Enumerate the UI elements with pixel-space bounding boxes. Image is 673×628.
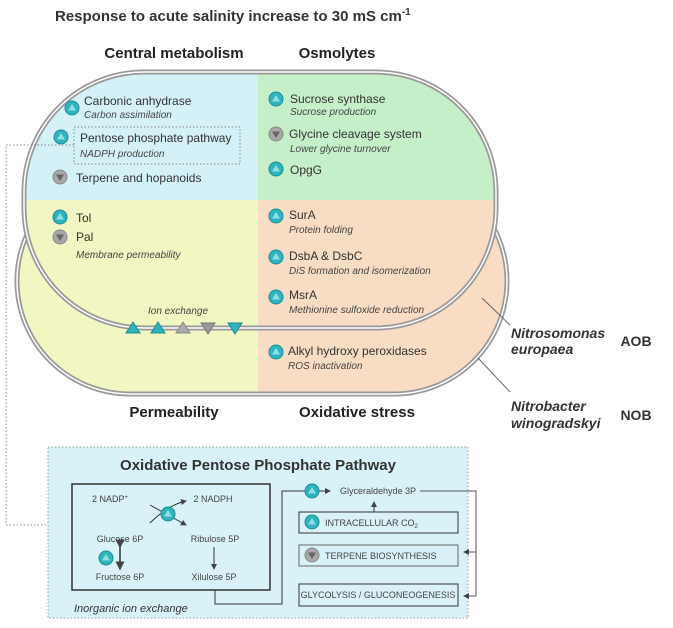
oppp-xilulose: Xilulose 5P — [191, 572, 236, 582]
oppp-overlay-text: Inorganic ion exchange — [74, 603, 188, 615]
ion-exchange-channels — [125, 321, 243, 335]
aob-pointer-line — [481, 297, 511, 326]
item-alkyl-peroxidases: Alkyl hydroxy peroxidases — [288, 344, 427, 358]
upregulated-icon — [304, 483, 320, 499]
nob-pointer-line — [477, 357, 511, 393]
channel-up-icon — [125, 321, 141, 334]
downregulated-icon — [304, 547, 320, 563]
nob-species-line1: Nitrobacter — [511, 398, 587, 414]
upregulated-icon — [268, 289, 284, 305]
upregulated-icon — [53, 129, 69, 145]
item-tol: Tol — [76, 211, 91, 225]
upregulated-icon — [52, 209, 68, 225]
pentose-connector — [5, 144, 74, 526]
oppp-terpene: TERPENE BIOSYNTHESIS — [325, 551, 437, 561]
item-dsba-dsbc: DsbA & DsbC — [289, 249, 363, 263]
item-sura: SurA — [289, 208, 316, 222]
aob-tag: AOB — [620, 333, 651, 349]
item-pentose-phosphate-role: NADPH production — [80, 149, 165, 160]
quadrant-label-osmolytes: Osmolytes — [299, 45, 376, 62]
oppp-nadph: 2 NADPH — [193, 494, 232, 504]
item-terpene: Terpene and hopanoids — [76, 171, 201, 185]
oppp-co2: INTRACELLULAR CO2 — [325, 518, 419, 530]
nob-tag: NOB — [620, 407, 651, 423]
quadrant-label-permeability: Permeability — [129, 404, 219, 421]
upregulated-icon — [304, 514, 320, 530]
oppp-fructose: Fructose 6P — [96, 572, 145, 582]
channel-down-teal-icon — [227, 322, 243, 335]
item-sura-role: Protein folding — [289, 225, 353, 236]
upregulated-icon — [268, 91, 284, 107]
upregulated-icon — [268, 249, 284, 265]
downregulated-icon — [52, 229, 68, 245]
item-alkyl-peroxidases-role: ROS inactivation — [288, 361, 363, 372]
downregulated-icon — [268, 126, 284, 142]
upregulated-icon — [268, 344, 284, 360]
quadrant-label-central-metabolism: Central metabolism — [104, 45, 243, 62]
co2-box — [298, 511, 459, 534]
upregulated-icon — [268, 208, 284, 224]
ion-exchange-label: Ion exchange — [148, 306, 208, 317]
oppp-glucose: Glucose 6P — [97, 534, 144, 544]
oppp-ribulose: Ribulose 5P — [191, 534, 240, 544]
oppp-glyceraldehyde: Glyceraldehyde 3P — [340, 486, 416, 496]
item-glycine-cleavage: Glycine cleavage system — [289, 127, 422, 141]
aob-species-line1: Nitrosomonas — [511, 325, 605, 341]
item-membrane-permeability: Membrane permeability — [76, 250, 181, 261]
item-glycine-cleavage-role: Lower glycine turnover — [290, 144, 391, 155]
channel-down-icon — [200, 322, 216, 335]
item-dsba-dsbc-role: DiS formation and isomerization — [289, 266, 431, 277]
oppp-return-line — [420, 490, 477, 599]
oppp-inner-box — [71, 483, 271, 591]
item-sucrose-synthase-role: Sucrose production — [290, 107, 377, 118]
item-sucrose-synthase: Sucrose synthase — [290, 92, 386, 106]
aob-species-line2: europaea — [511, 341, 573, 357]
oppp-title: Oxidative Pentose Phosphate Pathway — [120, 457, 397, 474]
terpene-box — [298, 544, 459, 567]
item-carbonic-anhydrase-role: Carbon assimilation — [84, 110, 172, 121]
oppp-glycolysis: GLYCOLYSIS / GLUCONEOGENESIS — [301, 590, 456, 600]
nob-species-line2: winogradskyi — [511, 415, 602, 431]
quadrant-label-oxidative-stress: Oxidative stress — [299, 404, 415, 421]
figure-title: Response to acute salinity increase to 3… — [55, 7, 411, 25]
oppp-nadp: 2 NADP+ — [92, 494, 129, 504]
oppp-flow-line — [214, 488, 331, 605]
item-carbonic-anhydrase: Carbonic anhydrase — [84, 94, 192, 108]
item-pentose-phosphate: Pentose phosphate pathway — [80, 131, 231, 145]
glycolysis-box — [298, 583, 459, 607]
channel-up-icon — [150, 321, 166, 334]
upregulated-icon — [64, 100, 80, 116]
upregulated-icon — [160, 506, 176, 522]
item-opgg: OpgG — [290, 163, 322, 177]
downregulated-icon — [52, 169, 68, 185]
item-pal: Pal — [76, 230, 93, 244]
item-msra-role: Methionine sulfoxide reduction — [289, 305, 425, 316]
oppp-panel: Oxidative Pentose Phosphate Pathway 2 NA… — [47, 446, 477, 619]
aob-cell — [21, 69, 499, 331]
item-msra: MsrA — [289, 288, 317, 302]
upregulated-icon — [98, 550, 114, 566]
channel-neutral-icon — [175, 321, 191, 334]
upregulated-icon — [268, 161, 284, 177]
